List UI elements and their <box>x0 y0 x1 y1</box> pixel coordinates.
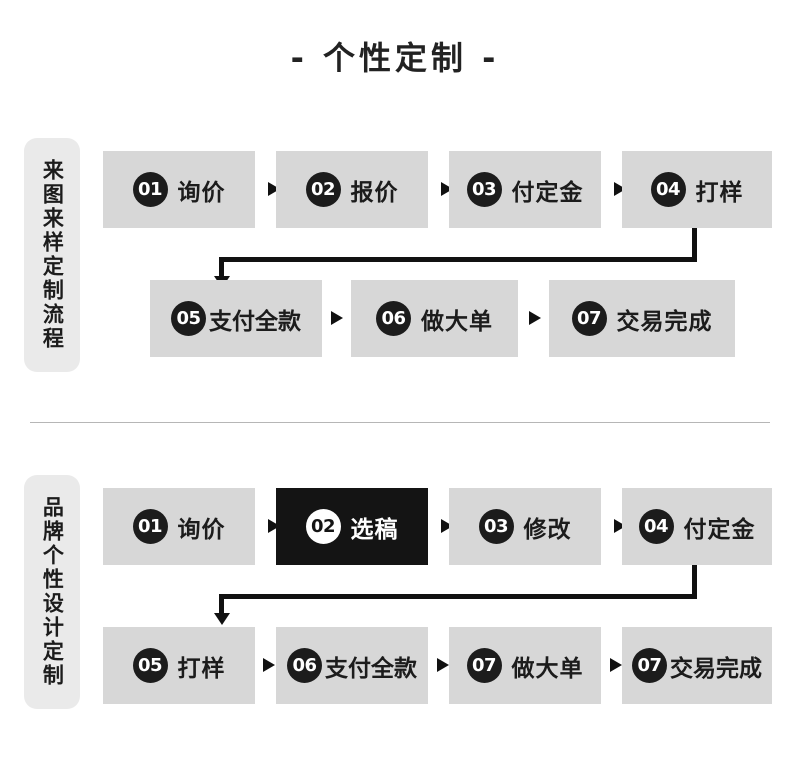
step-box[interactable]: 07 交易完成 <box>622 627 772 704</box>
flow-label-text-2: 品牌个性设计定制 <box>40 496 65 688</box>
step-box-highlighted[interactable]: 02 选稿 <box>276 488 428 565</box>
step-label: 报价 <box>350 179 399 206</box>
step-number: 06 <box>287 648 322 683</box>
step-number: 02 <box>305 172 341 207</box>
step-label: 做大单 <box>421 308 493 335</box>
arrow-right-icon <box>610 658 622 672</box>
step-box[interactable]: 05 支付全款 <box>150 280 322 357</box>
step-number: 05 <box>132 648 168 683</box>
step-box[interactable]: 06 做大单 <box>351 280 518 357</box>
step-box[interactable]: 01 询价 <box>103 151 255 228</box>
step-label: 付定金 <box>683 516 756 543</box>
step-label: 选稿 <box>350 516 399 543</box>
step-number: 06 <box>376 301 411 336</box>
step-label: 询价 <box>177 179 226 206</box>
step-label: 交易完成 <box>670 655 762 682</box>
step-label: 交易完成 <box>616 308 713 335</box>
step-box[interactable]: 03 修改 <box>449 488 601 565</box>
step-box[interactable]: 03 付定金 <box>449 151 601 228</box>
step-box[interactable]: 01 询价 <box>103 488 255 565</box>
flow-section-2: 品牌个性设计定制 01 询价 02 选稿 03 修改 04 付定金 05 打样 … <box>0 475 790 713</box>
step-box[interactable]: 04 打样 <box>622 151 772 228</box>
arrow-right-icon <box>263 658 275 672</box>
arrow-right-icon <box>437 658 449 672</box>
step-label: 询价 <box>177 516 226 543</box>
step-box[interactable]: 04 付定金 <box>622 488 772 565</box>
step-number: 04 <box>638 509 674 544</box>
flow-label-pill-1: 来图来样定制流程 <box>24 138 80 372</box>
step-label: 修改 <box>523 516 572 543</box>
step-box[interactable]: 05 打样 <box>103 627 255 704</box>
page-title: - 个性定制 - <box>290 39 500 77</box>
step-number: 07 <box>632 648 667 683</box>
section-divider <box>30 422 770 423</box>
step-label: 付定金 <box>511 179 584 206</box>
flow-label-text-1: 来图来样定制流程 <box>40 159 65 351</box>
step-number: 04 <box>650 172 686 207</box>
step-label: 支付全款 <box>209 308 301 335</box>
flow-section-1: 来图来样定制流程 01 询价 02 报价 03 付定金 04 打样 05 支付全… <box>0 138 790 376</box>
arrow-right-icon <box>331 311 343 325</box>
step-number: 03 <box>478 509 514 544</box>
step-label: 做大单 <box>511 655 584 682</box>
step-number: 02 <box>305 509 341 544</box>
step-box[interactable]: 02 报价 <box>276 151 428 228</box>
step-box[interactable]: 06 支付全款 <box>276 627 428 704</box>
step-number: 07 <box>571 301 607 336</box>
step-number: 05 <box>171 301 206 336</box>
step-label: 打样 <box>695 179 744 206</box>
step-number: 07 <box>466 648 502 683</box>
flow-label-pill-2: 品牌个性设计定制 <box>24 475 80 709</box>
step-label: 打样 <box>177 655 226 682</box>
arrow-right-icon <box>529 311 541 325</box>
step-number: 01 <box>132 172 168 207</box>
step-number: 01 <box>132 509 168 544</box>
step-number: 03 <box>466 172 502 207</box>
step-label: 支付全款 <box>325 655 417 682</box>
step-box[interactable]: 07 做大单 <box>449 627 601 704</box>
step-box[interactable]: 07 交易完成 <box>549 280 735 357</box>
